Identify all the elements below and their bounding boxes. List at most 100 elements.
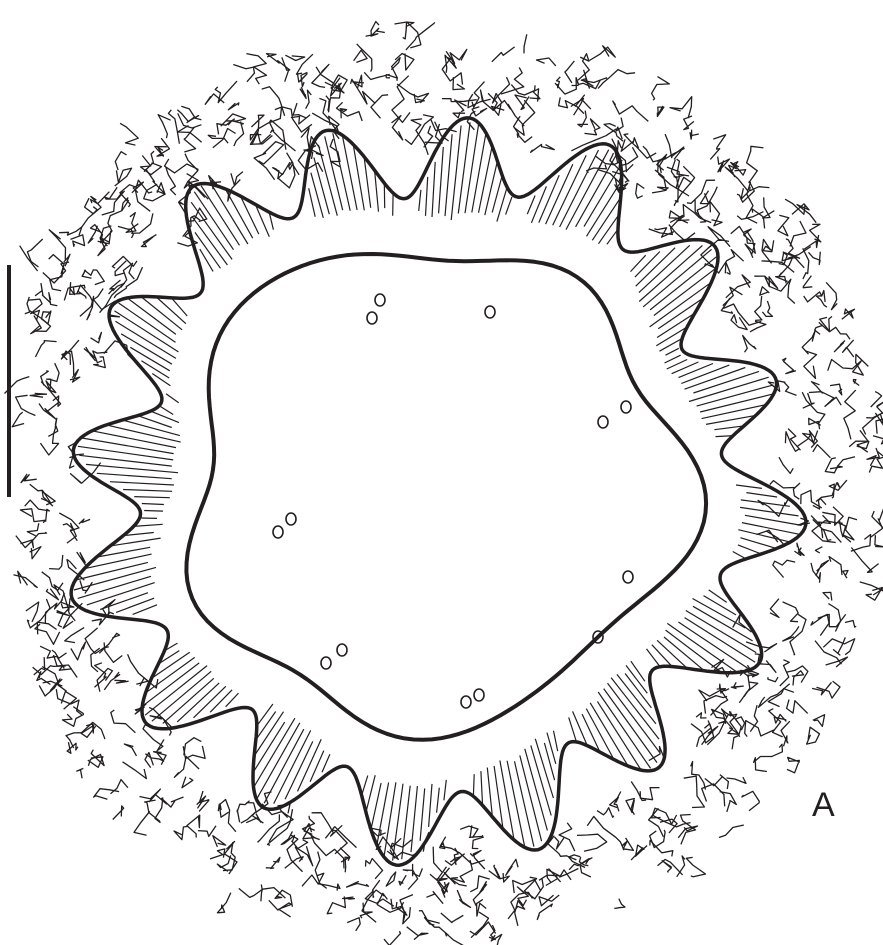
fringe-strand (736, 485, 762, 488)
fringe-strand (665, 355, 681, 363)
reticulum-strand (650, 830, 666, 848)
reticulum-strand (406, 22, 435, 50)
reticulum-strand (362, 890, 384, 912)
reticulum-strand (670, 97, 692, 119)
reticulum-strand (111, 780, 128, 794)
reticulum-strand (686, 857, 705, 876)
reticulum-strand (182, 777, 193, 788)
reticulum-strand (754, 757, 773, 772)
fringe-strand (432, 162, 435, 217)
fringe-strand (333, 133, 350, 211)
reticulum-strand (784, 382, 796, 395)
reticulum-strand (360, 912, 376, 922)
reticulum-strand (395, 54, 414, 71)
fringe-strand (631, 661, 645, 681)
reticulum-strand (524, 34, 527, 53)
reticulum-strand (218, 804, 228, 817)
fringe-strand (658, 297, 705, 329)
reticulum-strand (770, 599, 779, 618)
reticulum-strand (66, 725, 94, 748)
reticulum-strand (384, 931, 401, 945)
reticulum-strand (217, 855, 230, 871)
reticulum-strand (657, 106, 664, 117)
reticulum-strand (589, 46, 615, 61)
reticulum-strand (743, 336, 756, 353)
reticulum-strand (745, 231, 755, 257)
reticulum-strand (35, 624, 60, 644)
reticulum-strand (470, 876, 489, 892)
fringe-strand (693, 606, 753, 641)
reticulum-strand (445, 933, 465, 945)
reticulum-strand (790, 221, 806, 247)
fringe-strand (472, 133, 486, 213)
fringe-strand (546, 164, 573, 224)
reticulum-strand (624, 134, 656, 158)
reticulum-strand (470, 922, 496, 935)
fringe-strand (650, 281, 713, 327)
fringe-strand (123, 490, 172, 492)
reticulum-strand (472, 837, 483, 849)
fringe-strand (746, 493, 777, 497)
reticulum-strand (293, 103, 306, 118)
reticulum-strand (731, 682, 743, 688)
fringe-strand (257, 723, 299, 798)
fringe-strand (191, 202, 232, 259)
reticulum-strand (750, 705, 757, 731)
reticulum-strand (489, 865, 500, 879)
reticulum-strand (830, 384, 842, 395)
reticulum-strand (124, 744, 136, 756)
reticulum-strand (626, 799, 634, 815)
reticulum-strand (720, 792, 737, 812)
fringe-strand (152, 671, 211, 721)
fringe-strand (116, 598, 154, 612)
reticulum-strand (373, 880, 380, 897)
fringe-strand (584, 165, 621, 227)
reticulum-strand (71, 642, 86, 660)
reticulum-strand (492, 47, 515, 62)
reticulum-strand (739, 682, 758, 703)
reticulum-strand (306, 90, 312, 109)
fringe-strand (679, 364, 714, 378)
reticulum-strand (94, 789, 120, 800)
reticulum-strand (622, 838, 633, 851)
reticulum-strand (826, 282, 837, 309)
reticulum-strand (457, 891, 470, 908)
reticulum-strand (565, 61, 575, 83)
fringe-strand (264, 729, 304, 803)
reticulum-strand (787, 757, 800, 772)
fringe-strand (497, 188, 507, 222)
reticulum-strand (366, 28, 385, 36)
reticulum-strand (115, 168, 132, 186)
reticulum-strand (815, 325, 823, 334)
reticulum-strand (213, 836, 226, 847)
fringe-strand (553, 155, 587, 225)
reticulum-strand (273, 162, 290, 174)
fringe-strand (91, 431, 176, 448)
reticulum-strand (65, 628, 84, 643)
reticulum-strand (337, 102, 363, 121)
reticulum-strand (144, 151, 154, 172)
reticulum-strand (70, 370, 80, 383)
reticulum-strand (128, 654, 149, 684)
reticulum-strand (571, 129, 616, 151)
fringe-strand (133, 524, 162, 526)
reticulum-strand (292, 840, 308, 849)
reticulum-strand (228, 103, 239, 110)
reticulum-strand (640, 788, 659, 800)
fringe-strand (420, 788, 425, 840)
fringe-strand (311, 173, 323, 218)
reticulum-strand (844, 390, 856, 439)
reticulum-strand (742, 791, 759, 810)
reticulum-strand (787, 700, 808, 714)
reticulum-strand (357, 44, 372, 72)
reticulum-strand (783, 626, 799, 641)
reticulum-strand (491, 934, 502, 945)
reticulum-strand (614, 792, 621, 812)
reticulum-strand (577, 834, 607, 851)
reticulum-strand (493, 77, 510, 103)
reticulum-strand (353, 75, 364, 88)
reticulum-strand (20, 509, 45, 523)
reticulum-strand (26, 602, 39, 622)
reticulum-strand (413, 864, 423, 876)
reticulum-strand (802, 392, 825, 424)
